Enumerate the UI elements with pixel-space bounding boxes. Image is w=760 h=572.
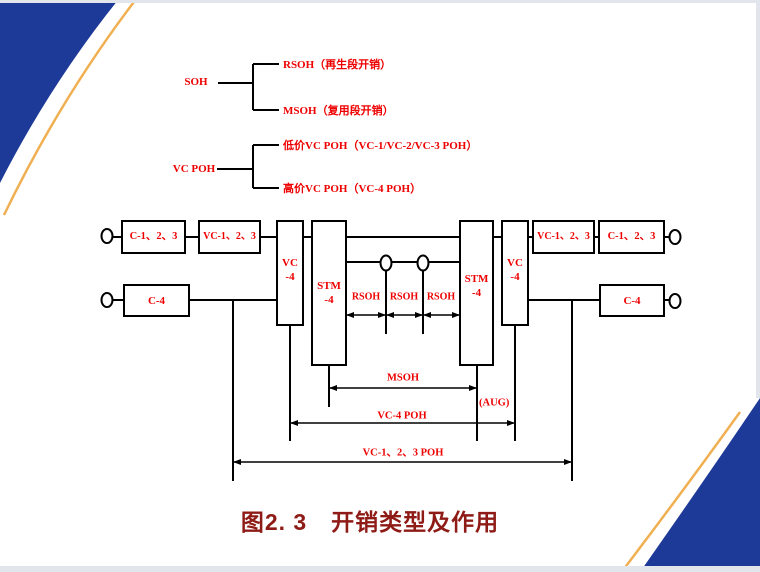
vc4-poh-dim-label: VC-4 POH bbox=[377, 410, 427, 422]
box-stm4-right: STM -4 bbox=[459, 220, 494, 366]
box-vc4-left-label-line1: VC bbox=[282, 257, 298, 269]
box-vc123-right-label: VC-1、2、3 bbox=[537, 231, 590, 242]
rsoh-dim-label-1: RSOH bbox=[351, 291, 381, 303]
soh-root-label: SOH bbox=[184, 76, 208, 88]
box-vc4-right-label-line1: VC bbox=[507, 257, 523, 269]
box-c4-left: C-4 bbox=[123, 284, 190, 317]
rsoh-dim-label-3: RSOH bbox=[426, 291, 456, 303]
box-stm4-left: STM -4 bbox=[311, 220, 347, 366]
rsoh-dim-label-2: RSOH bbox=[389, 291, 419, 303]
low-order-poh-branch-label: 低价VC POH（VC-1/VC-2/VC-3 POH） bbox=[283, 140, 478, 152]
box-c123-right-label: C-1、2、3 bbox=[607, 231, 656, 242]
soh-tree-lines bbox=[218, 63, 279, 111]
slide-edge-top bbox=[0, 0, 760, 3]
box-stm4-left-label-line1: STM bbox=[317, 280, 341, 292]
box-c4-left-label: C-4 bbox=[147, 294, 166, 307]
box-vc4-left-label-line2: -4 bbox=[285, 271, 295, 283]
box-c4-right-label: C-4 bbox=[623, 294, 641, 307]
bottom-right-gold-curve bbox=[619, 411, 742, 572]
vcpoh-tree-lines bbox=[217, 144, 279, 189]
top-left-gold-curve bbox=[2, 0, 137, 216]
msoh-branch-label: MSOH（复用段开销） bbox=[283, 105, 394, 117]
regenerator-circles bbox=[379, 254, 430, 272]
dimension-arrows bbox=[233, 312, 572, 465]
box-stm4-right-label-line1: STM bbox=[464, 273, 489, 285]
box-c4-right: C-4 bbox=[599, 284, 665, 317]
rsoh-branch-label: RSOH（再生段开销） bbox=[283, 59, 392, 71]
box-c123-left-label: C-1、2、3 bbox=[129, 231, 178, 242]
bottom-right-blue-shape bbox=[640, 398, 760, 572]
slide-edge-bottom bbox=[0, 566, 760, 572]
top-left-blue-shape bbox=[0, 0, 118, 183]
vc123-poh-dim-label: VC-1、2、3 POH bbox=[362, 447, 444, 459]
box-vc4-right-label-line2: -4 bbox=[510, 271, 520, 283]
box-vc123-left: VC-1、2、3 bbox=[198, 220, 261, 254]
box-vc4-left: VC -4 bbox=[276, 220, 304, 326]
vcpoh-root-label: VC POH bbox=[172, 163, 216, 175]
high-order-poh-branch-label: 高价VC POH（VC-4 POH） bbox=[283, 183, 422, 195]
box-c123-right: C-1、2、3 bbox=[598, 220, 665, 254]
box-vc4-right: VC -4 bbox=[501, 220, 529, 326]
msoh-dim-label: MSOH bbox=[386, 372, 420, 384]
slide-edge-right bbox=[756, 0, 760, 398]
terminal-connector-circles bbox=[100, 228, 682, 309]
figure-caption: 图2. 3 开销类型及作用 bbox=[240, 509, 500, 535]
box-stm4-right-label-line2: -4 bbox=[471, 287, 482, 299]
box-vc123-right: VC-1、2、3 bbox=[532, 220, 595, 254]
box-stm4-left-label-line2: -4 bbox=[324, 294, 334, 306]
box-c123-left: C-1、2、3 bbox=[121, 220, 186, 254]
aug-label: (AUG) bbox=[479, 397, 510, 409]
box-vc123-left-label: VC-1、2、3 bbox=[203, 231, 256, 242]
